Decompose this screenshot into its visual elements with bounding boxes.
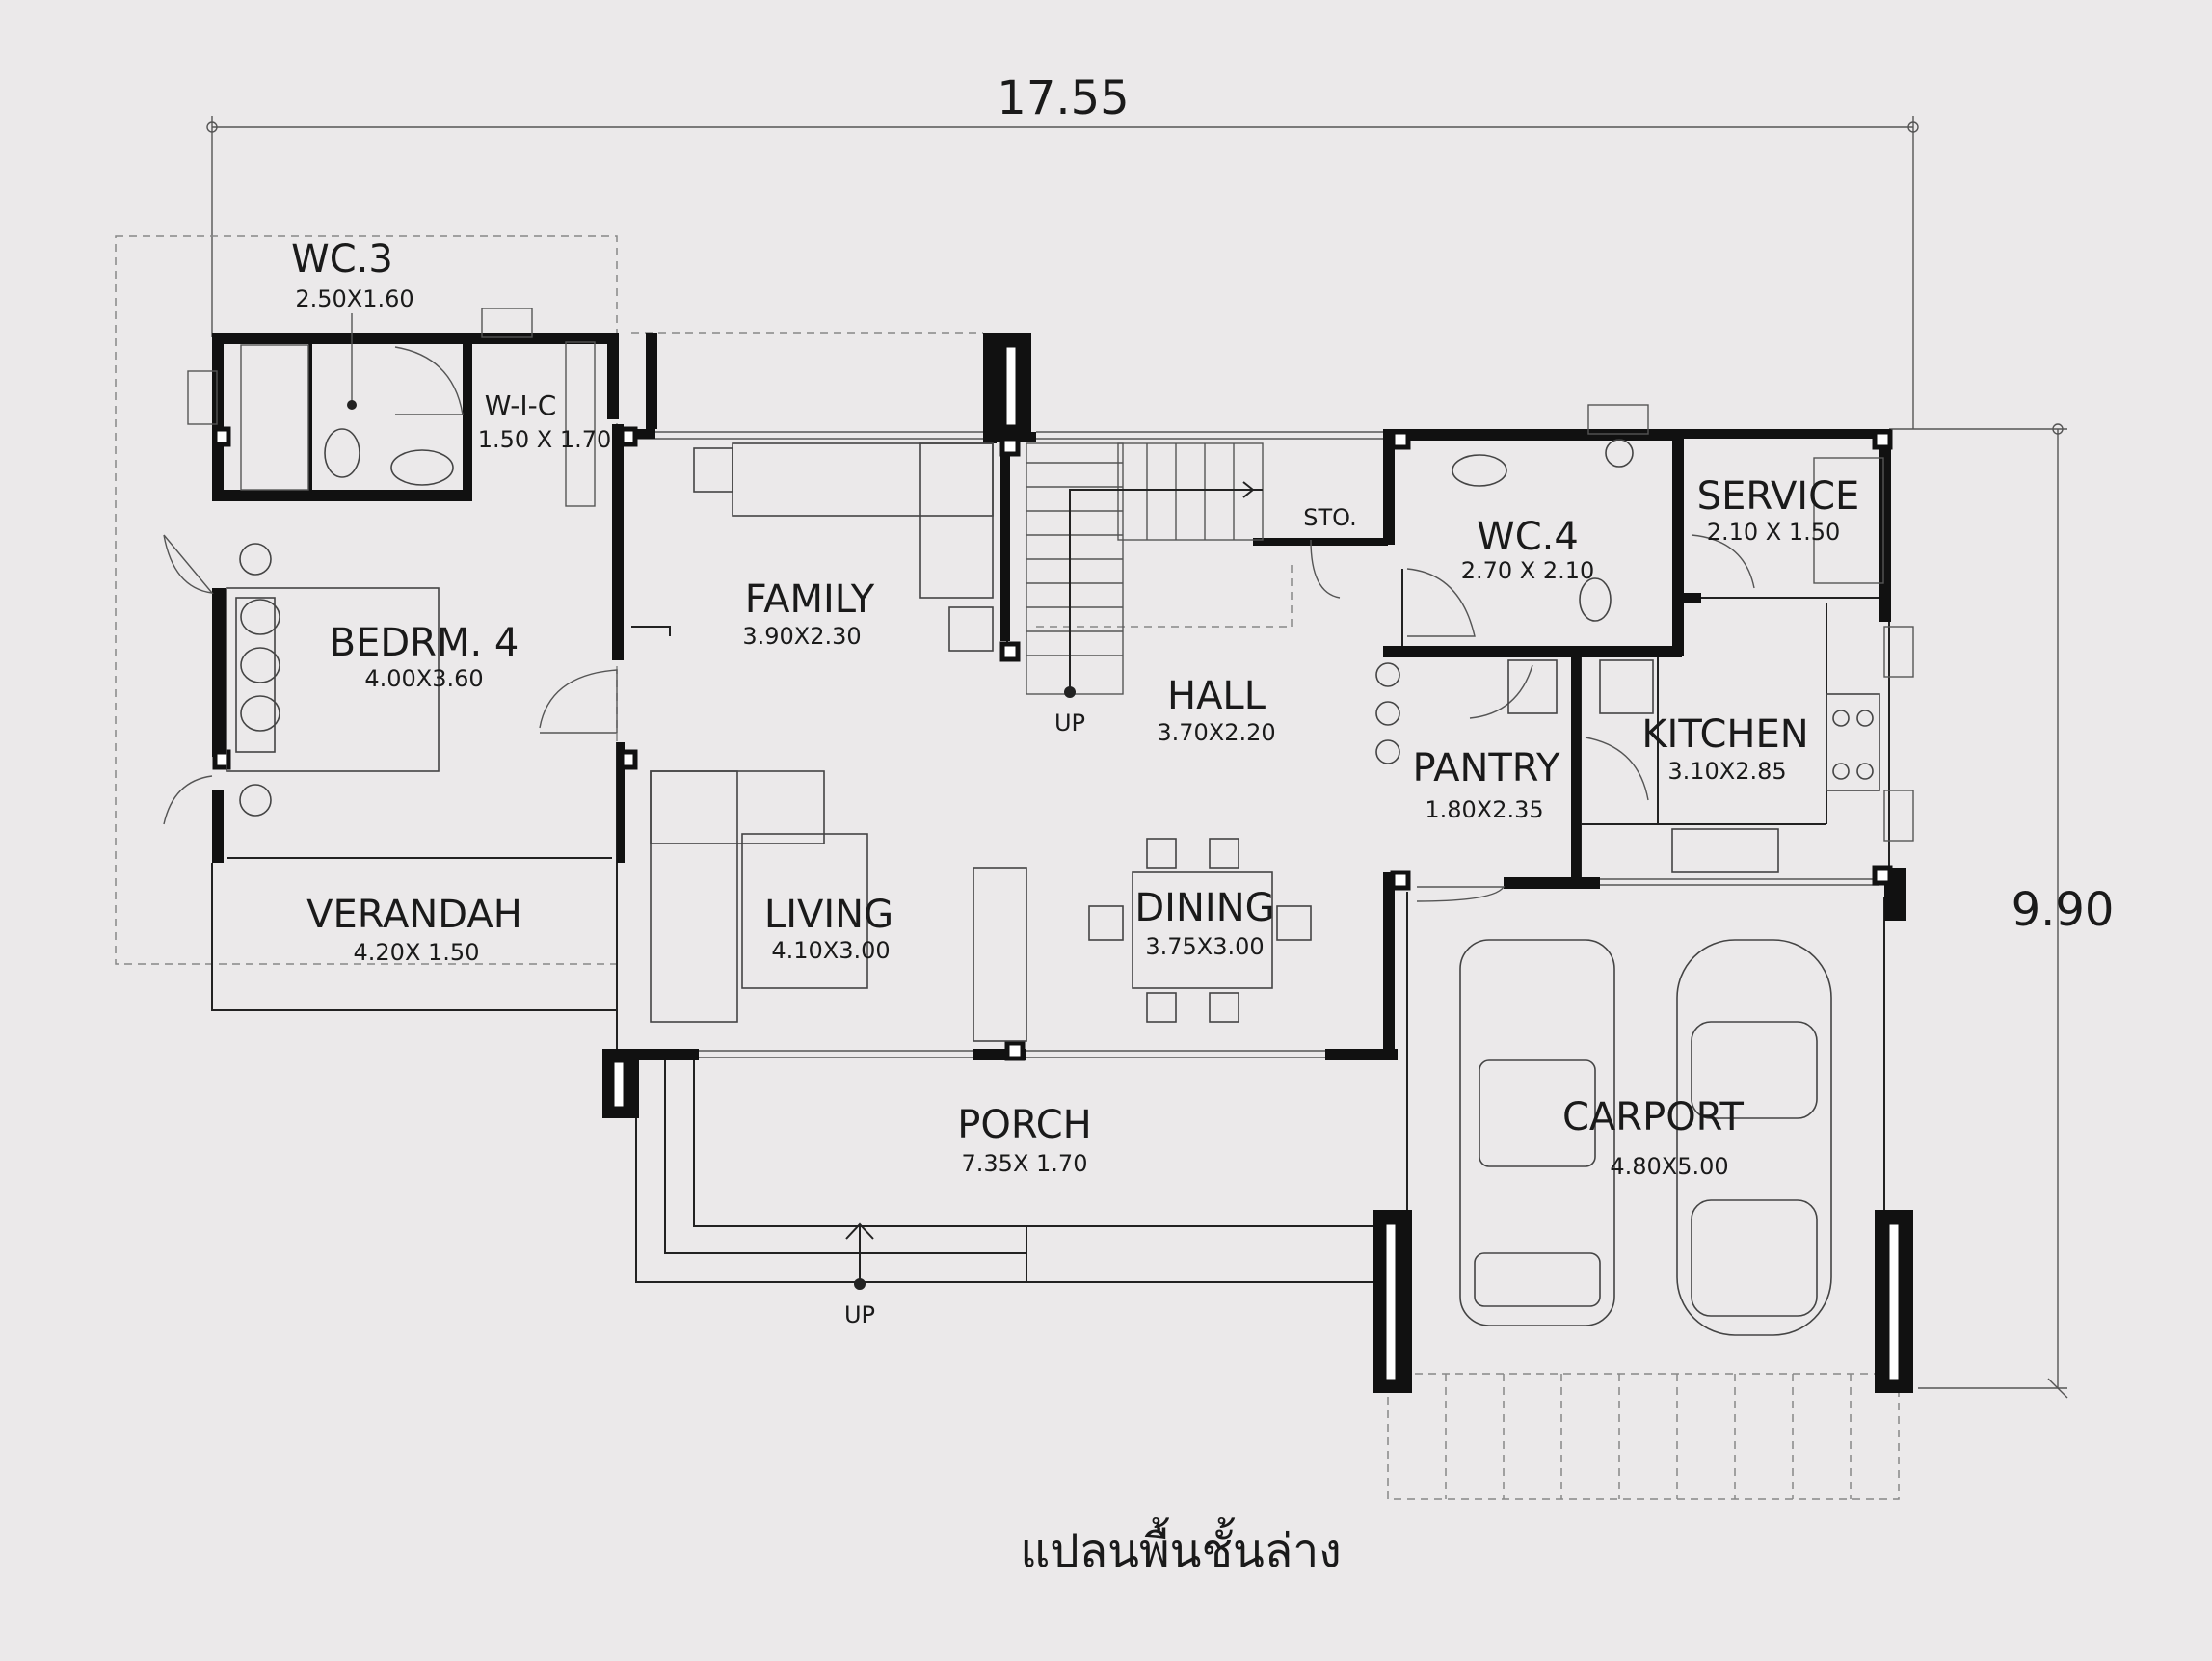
depth-dimension	[1889, 423, 2068, 1399]
verandah-size: 4.20X 1.50	[354, 939, 480, 966]
car-right	[1676, 939, 1832, 1336]
staircase[interactable]	[1026, 442, 1264, 698]
carport-name: CARPORT	[1562, 1095, 1745, 1139]
width-dimension	[206, 116, 1919, 429]
plan-title: แปลนพื้นชั้นล่าง	[1020, 1517, 1341, 1578]
structural-columns	[212, 333, 1913, 1393]
porch-size: 7.35X 1.70	[962, 1150, 1088, 1177]
wc3-name: WC.3	[291, 237, 393, 281]
sofa-living	[650, 770, 1027, 1042]
wc4-size: 2.70 X 2.10	[1461, 557, 1595, 584]
bedroom4-name: BEDRM. 4	[330, 621, 520, 665]
kitchen-name: KITCHEN	[1641, 712, 1808, 757]
kitchen-size: 3.10X2.85	[1667, 758, 1786, 785]
service-size: 2.10 X 1.50	[1707, 519, 1841, 546]
bed	[226, 543, 440, 817]
car-left	[1459, 939, 1615, 1326]
entry-up-arrow	[845, 1222, 874, 1290]
width-dimension-label: 17.55	[997, 71, 1129, 125]
porch-name: PORCH	[957, 1103, 1091, 1147]
pantry-name: PANTRY	[1413, 746, 1561, 790]
doors	[163, 308, 1914, 902]
roof-overhang-outline	[115, 235, 618, 965]
kitchen-counter	[1671, 693, 1880, 873]
wc3-size: 2.50X1.60	[295, 285, 413, 312]
dining-table	[1088, 838, 1312, 1023]
verandah-name: VERANDAH	[306, 893, 522, 937]
entry-up-label: UP	[844, 1301, 875, 1328]
hall-name: HALL	[1167, 674, 1266, 718]
dining-size: 3.75X3.00	[1145, 933, 1264, 960]
stair-up-label: UP	[1054, 710, 1085, 737]
family-size: 3.90X2.30	[742, 623, 861, 650]
living-size: 4.10X3.00	[771, 937, 890, 964]
wic-name: W-I-C	[485, 389, 557, 421]
storage-name: STO.	[1303, 504, 1356, 531]
wc-fixtures	[324, 428, 1634, 622]
family-name: FAMILY	[745, 577, 875, 622]
carport-size: 4.80X5.00	[1610, 1153, 1728, 1180]
living-name: LIVING	[764, 893, 893, 937]
sofa-family	[693, 442, 994, 652]
dining-name: DINING	[1134, 886, 1274, 930]
depth-dimension-label: 9.90	[2012, 883, 2115, 937]
wic-size: 1.50 X 1.70	[478, 426, 612, 453]
hall-size: 3.70X2.20	[1157, 719, 1275, 746]
carport-pergola	[1387, 1373, 1900, 1500]
wc4-name: WC.4	[1477, 515, 1579, 559]
bedroom4-size: 4.00X3.60	[364, 665, 483, 692]
service-name: SERVICE	[1697, 474, 1860, 519]
pantry-size: 1.80X2.35	[1425, 796, 1543, 823]
pantry-stools	[1375, 659, 1654, 764]
